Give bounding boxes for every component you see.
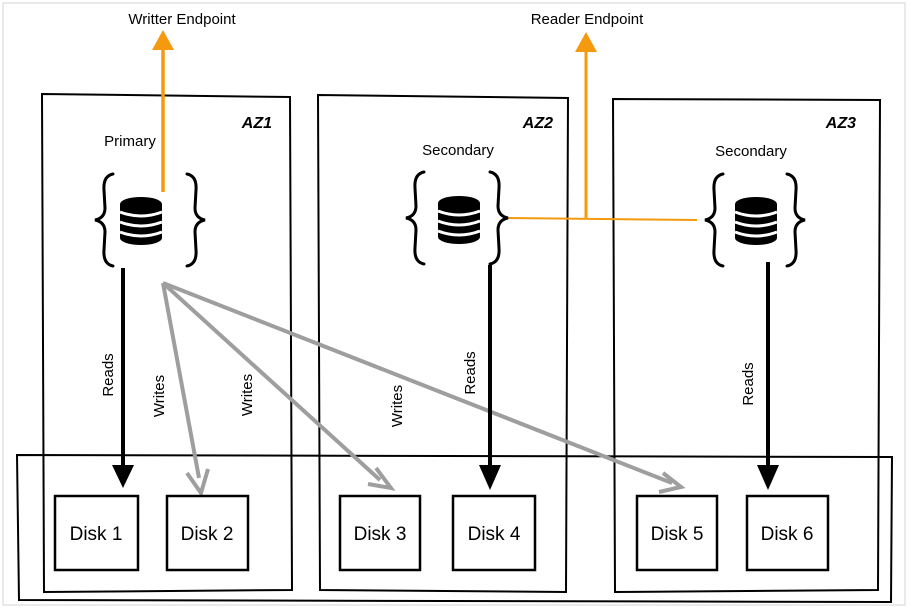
disk-label: Disk 5: [651, 524, 704, 545]
database-icon: [118, 195, 164, 247]
curly-brace-icon: [185, 172, 207, 268]
disk-box-3: [338, 494, 422, 572]
reader-endpoint-line: [504, 32, 698, 221]
disk-label: Disk 2: [181, 524, 234, 545]
curly-brace-icon: [488, 170, 510, 266]
database-icon: [436, 194, 482, 246]
disk-label: Disk 1: [70, 524, 123, 545]
zone-label-az1: AZ1: [241, 115, 272, 132]
disk-box-2: [165, 494, 250, 572]
writes-label: Writes: [151, 375, 168, 417]
disk-label: Disk 4: [468, 524, 521, 545]
curly-brace-icon: [703, 172, 725, 268]
zone-box-az1: [40, 92, 294, 594]
role-label-secondary-az2: Secondary: [422, 142, 494, 159]
reads-label: Reads: [462, 351, 479, 394]
secondary-instance-az2: [404, 170, 510, 266]
disk-label: Disk 3: [354, 524, 407, 545]
curly-brace-icon: [404, 170, 426, 266]
reader-endpoint-label: Reader Endpoint: [531, 11, 644, 28]
role-label-primary: Primary: [104, 133, 156, 150]
zone-label-az3: AZ3: [825, 115, 856, 132]
write-arrow-disk5: [162, 281, 686, 494]
writes-label: Writes: [389, 385, 406, 427]
database-icon: [733, 195, 779, 247]
disk-box-4: [451, 494, 537, 572]
curly-brace-icon: [93, 172, 115, 268]
read-arrow-disk1: [112, 268, 134, 488]
disk-label: Disk 6: [761, 524, 814, 545]
writes-label: Writes: [239, 374, 256, 416]
disk-box-1: [53, 494, 140, 572]
zone-box-az3: [611, 97, 882, 594]
outer-frame: [2, 2, 906, 606]
reads-label: Reads: [100, 353, 117, 396]
primary-instance: [93, 172, 207, 268]
write-arrow-disk2: [161, 282, 210, 498]
zone-label-az2: AZ2: [522, 115, 553, 132]
read-arrow-disk6: [757, 262, 779, 490]
writer-endpoint-line: [152, 30, 174, 192]
curly-brace-icon: [785, 172, 807, 268]
write-arrow-disk3: [161, 281, 396, 491]
disk-box-5: [635, 494, 719, 572]
secondary-instance-az3: [703, 172, 807, 268]
disk-box-6: [745, 494, 830, 572]
read-arrow-disk4: [479, 265, 501, 490]
role-label-secondary-az3: Secondary: [715, 143, 787, 160]
reads-label: Reads: [740, 362, 757, 405]
writer-endpoint-label: Writter Endpoint: [128, 11, 236, 28]
